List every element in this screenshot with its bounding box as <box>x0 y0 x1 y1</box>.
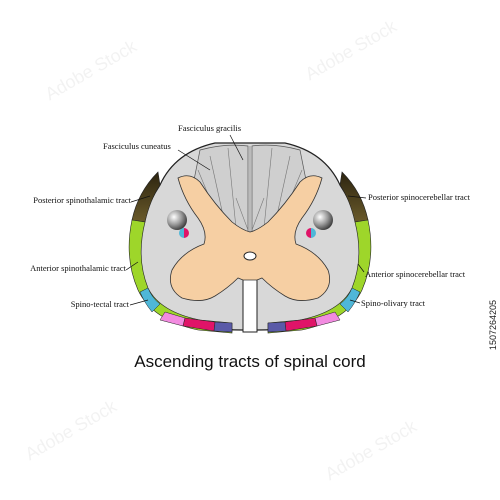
leader-lines <box>125 134 367 306</box>
lateral-spinothalamic-tract-left <box>213 321 233 333</box>
spino-tectal-tract-left <box>139 287 161 313</box>
label-fasciculus-cuneatus: Fasciculus cuneatus <box>103 141 171 151</box>
gray-matter <box>169 175 331 301</box>
diagram-caption: Ascending tracts of spinal cord <box>134 352 366 371</box>
posterior-spinothalamic-marker-left <box>179 228 184 238</box>
anterior-median-fissure <box>242 275 258 333</box>
label-spino-tectal-tract: Spino-tectal tract <box>70 299 129 309</box>
label-fasciculus-gracilis: Fasciculus gracilis <box>178 123 242 133</box>
posterior-spinothalamic-marker-right <box>311 228 316 238</box>
label-spino-olivary-tract: Spino-olivary tract <box>361 298 425 308</box>
central-canal <box>243 251 257 261</box>
lateral-spinothalamic-tract-right <box>267 321 287 333</box>
posterior-spinothalamic-marker-left <box>184 228 189 238</box>
nucleus-right <box>313 210 333 230</box>
label-posterior-spinothalamic-tract: Posterior spinothalamic tract <box>33 195 131 205</box>
stock-id: 1507264205 <box>488 300 498 351</box>
label-anterior-spinothalamic-tract: Anterior spinothalamic tract <box>30 263 126 273</box>
posterior-spinothalamic-marker-right <box>306 228 311 238</box>
label-anterior-spinocerebellar-tract: Anterior spinocerebellar tract <box>365 269 466 279</box>
nucleus-left <box>167 210 187 230</box>
label-posterior-spinocerebellar-tract: Posterior spinocerebellar tract <box>368 192 470 202</box>
